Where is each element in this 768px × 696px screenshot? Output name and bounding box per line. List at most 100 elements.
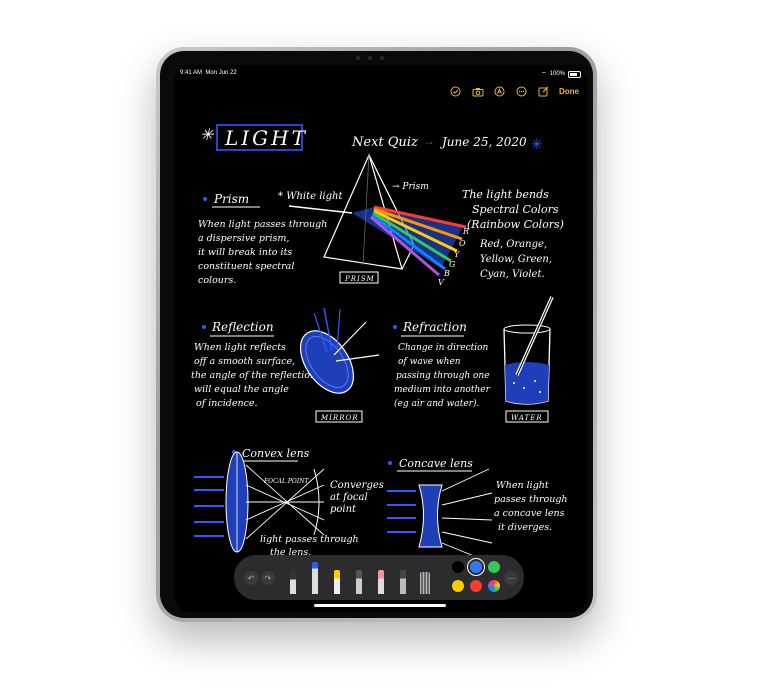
bullet-dot xyxy=(203,197,207,201)
eraser-tool[interactable] xyxy=(378,570,384,594)
camera-dot xyxy=(356,56,360,60)
prism-text-line: a dispersive prism, xyxy=(198,233,289,244)
handwritten-note: ✳ LIGHT Next Quiz → June 25, 2020 ✳ Pris… xyxy=(191,124,568,562)
color-picker-icon[interactable] xyxy=(488,580,500,592)
color-swatch-yellow[interactable] xyxy=(452,580,464,592)
home-indicator xyxy=(314,604,446,607)
reflection-text-line: When light reflects xyxy=(194,342,286,353)
lasso-tool[interactable] xyxy=(400,570,406,594)
spectrum-letter: V xyxy=(438,278,445,287)
convex-text-line: light passes through xyxy=(260,534,359,545)
refraction-text-line: medium into another xyxy=(394,385,491,395)
sensor-dot xyxy=(380,56,384,60)
reflection-heading: Reflection xyxy=(211,320,274,334)
refraction-text-line: (eg air and water). xyxy=(394,398,479,409)
done-button[interactable]: Done xyxy=(559,87,579,96)
reflection-text-line: the angle of the reflection xyxy=(191,370,316,381)
markup-icon[interactable] xyxy=(493,85,506,98)
refraction-text-line: passing through one xyxy=(396,371,490,381)
undo-button[interactable]: ↶ xyxy=(244,571,258,585)
prism-drawing xyxy=(288,153,467,284)
bullet-dot xyxy=(388,461,392,465)
convex-heading: Convex lens xyxy=(242,447,310,460)
focal-point-label: FOCAL POINT xyxy=(263,478,309,485)
refraction-heading: Refraction xyxy=(402,320,467,334)
reflection-text-line: off a smooth surface, xyxy=(194,356,295,367)
converges-text-line: Converges xyxy=(330,480,384,491)
compose-icon[interactable] xyxy=(537,85,550,98)
status-bar: 9:41 AM Mon Jun 22 ⌔ 100% xyxy=(180,70,581,80)
prism-heading: Prism xyxy=(213,192,249,206)
colors-text-line: Yellow, Green, xyxy=(480,254,552,265)
prism-label: PRISM xyxy=(344,275,375,283)
color-swatch-black[interactable] xyxy=(452,561,464,573)
quiz-star-icon: ✳ xyxy=(531,136,543,152)
pencil-tool[interactable] xyxy=(356,570,362,594)
more-icon[interactable] xyxy=(515,85,528,98)
concave-heading: Concave lens xyxy=(399,457,473,470)
spectrum-letter: O xyxy=(459,239,466,248)
camera-icon[interactable] xyxy=(471,85,484,98)
converges-text-line: point xyxy=(330,504,357,515)
battery-percent: 100% xyxy=(549,71,565,77)
ruler-tool[interactable] xyxy=(420,572,430,594)
convex-lens-drawing xyxy=(194,451,325,553)
palette-more-button[interactable]: ⋯ xyxy=(504,571,518,585)
color-swatch-red[interactable] xyxy=(470,580,482,592)
bullet-dot xyxy=(202,325,206,329)
marker-tool-selected[interactable] xyxy=(312,562,318,594)
bullet-dot xyxy=(393,325,397,329)
convex-text-line: the lens. xyxy=(270,547,311,558)
sensor-dot xyxy=(368,56,372,60)
checklist-icon[interactable] xyxy=(449,85,462,98)
water-glass-drawing xyxy=(503,296,554,423)
color-swatch-blue[interactable] xyxy=(470,561,482,573)
mirror-label: MIRROR xyxy=(320,414,358,422)
colors-text-line: Red, Orange, xyxy=(479,239,547,250)
reflection-text-line: will equal the angle xyxy=(194,384,289,395)
undo-icon: ↶ xyxy=(247,573,255,583)
markup-tool-palette: ↶ ↷ ⋯ xyxy=(234,555,524,600)
notes-toolbar: Done xyxy=(449,85,579,98)
colors-text-line: Cyan, Violet. xyxy=(480,269,545,280)
title-star-icon: ✳ xyxy=(200,125,215,144)
concave-text-line: it diverges. xyxy=(498,522,552,533)
redo-button[interactable]: ↷ xyxy=(261,571,275,585)
concave-text-line: a concave lens xyxy=(494,508,565,519)
prism-arrow-label: → Prism xyxy=(392,182,429,192)
concave-text-line: When light xyxy=(496,480,549,491)
spectrum-letter: G xyxy=(449,260,456,269)
refraction-text-line: of wave when xyxy=(398,357,461,367)
prism-text-line: When light passes through xyxy=(198,219,327,230)
more-dots-icon: ⋯ xyxy=(507,573,515,583)
status-time-date: 9:41 AM Mon Jun 22 xyxy=(180,70,237,76)
status-time: 9:41 AM xyxy=(180,70,203,76)
highlighter-tool[interactable] xyxy=(334,570,340,594)
concave-lens-drawing xyxy=(387,468,493,562)
converges-text-line: at focal xyxy=(330,492,368,503)
status-right: ⌔ 100% xyxy=(541,70,581,78)
reflection-text-line: of incidence. xyxy=(196,398,258,409)
prism-text-line: constituent spectral xyxy=(198,261,294,272)
bends-text-line: (Rainbow Colors) xyxy=(467,218,564,231)
quiz-label: Next Quiz xyxy=(351,135,418,150)
quiz-arrow-icon: → xyxy=(423,134,435,148)
spectrum-letter: Y xyxy=(454,250,460,259)
white-light-label: * White light xyxy=(278,191,343,202)
mirror-drawing xyxy=(299,307,380,423)
refraction-text-line: Change in direction xyxy=(398,343,489,353)
color-swatch-green[interactable] xyxy=(488,561,500,573)
ipad-device: 9:41 AM Mon Jun 22 ⌔ 100% xyxy=(156,47,597,622)
ipad-bezel: 9:41 AM Mon Jun 22 ⌔ 100% xyxy=(160,51,593,618)
battery-icon xyxy=(568,70,581,78)
bends-text-line: The light bends xyxy=(462,188,549,201)
wifi-icon: ⌔ xyxy=(541,72,547,78)
prism-text-line: it will break into its xyxy=(198,247,292,258)
title-box xyxy=(216,124,303,151)
pen-tool[interactable] xyxy=(290,570,296,594)
status-date: Mon Jun 22 xyxy=(205,70,237,76)
quiz-date: June 25, 2020 xyxy=(439,135,527,149)
notes-screen: 9:41 AM Mon Jun 22 ⌔ 100% xyxy=(174,65,587,612)
redo-icon: ↷ xyxy=(264,573,272,583)
bends-text-line: Spectral Colors xyxy=(472,203,559,216)
